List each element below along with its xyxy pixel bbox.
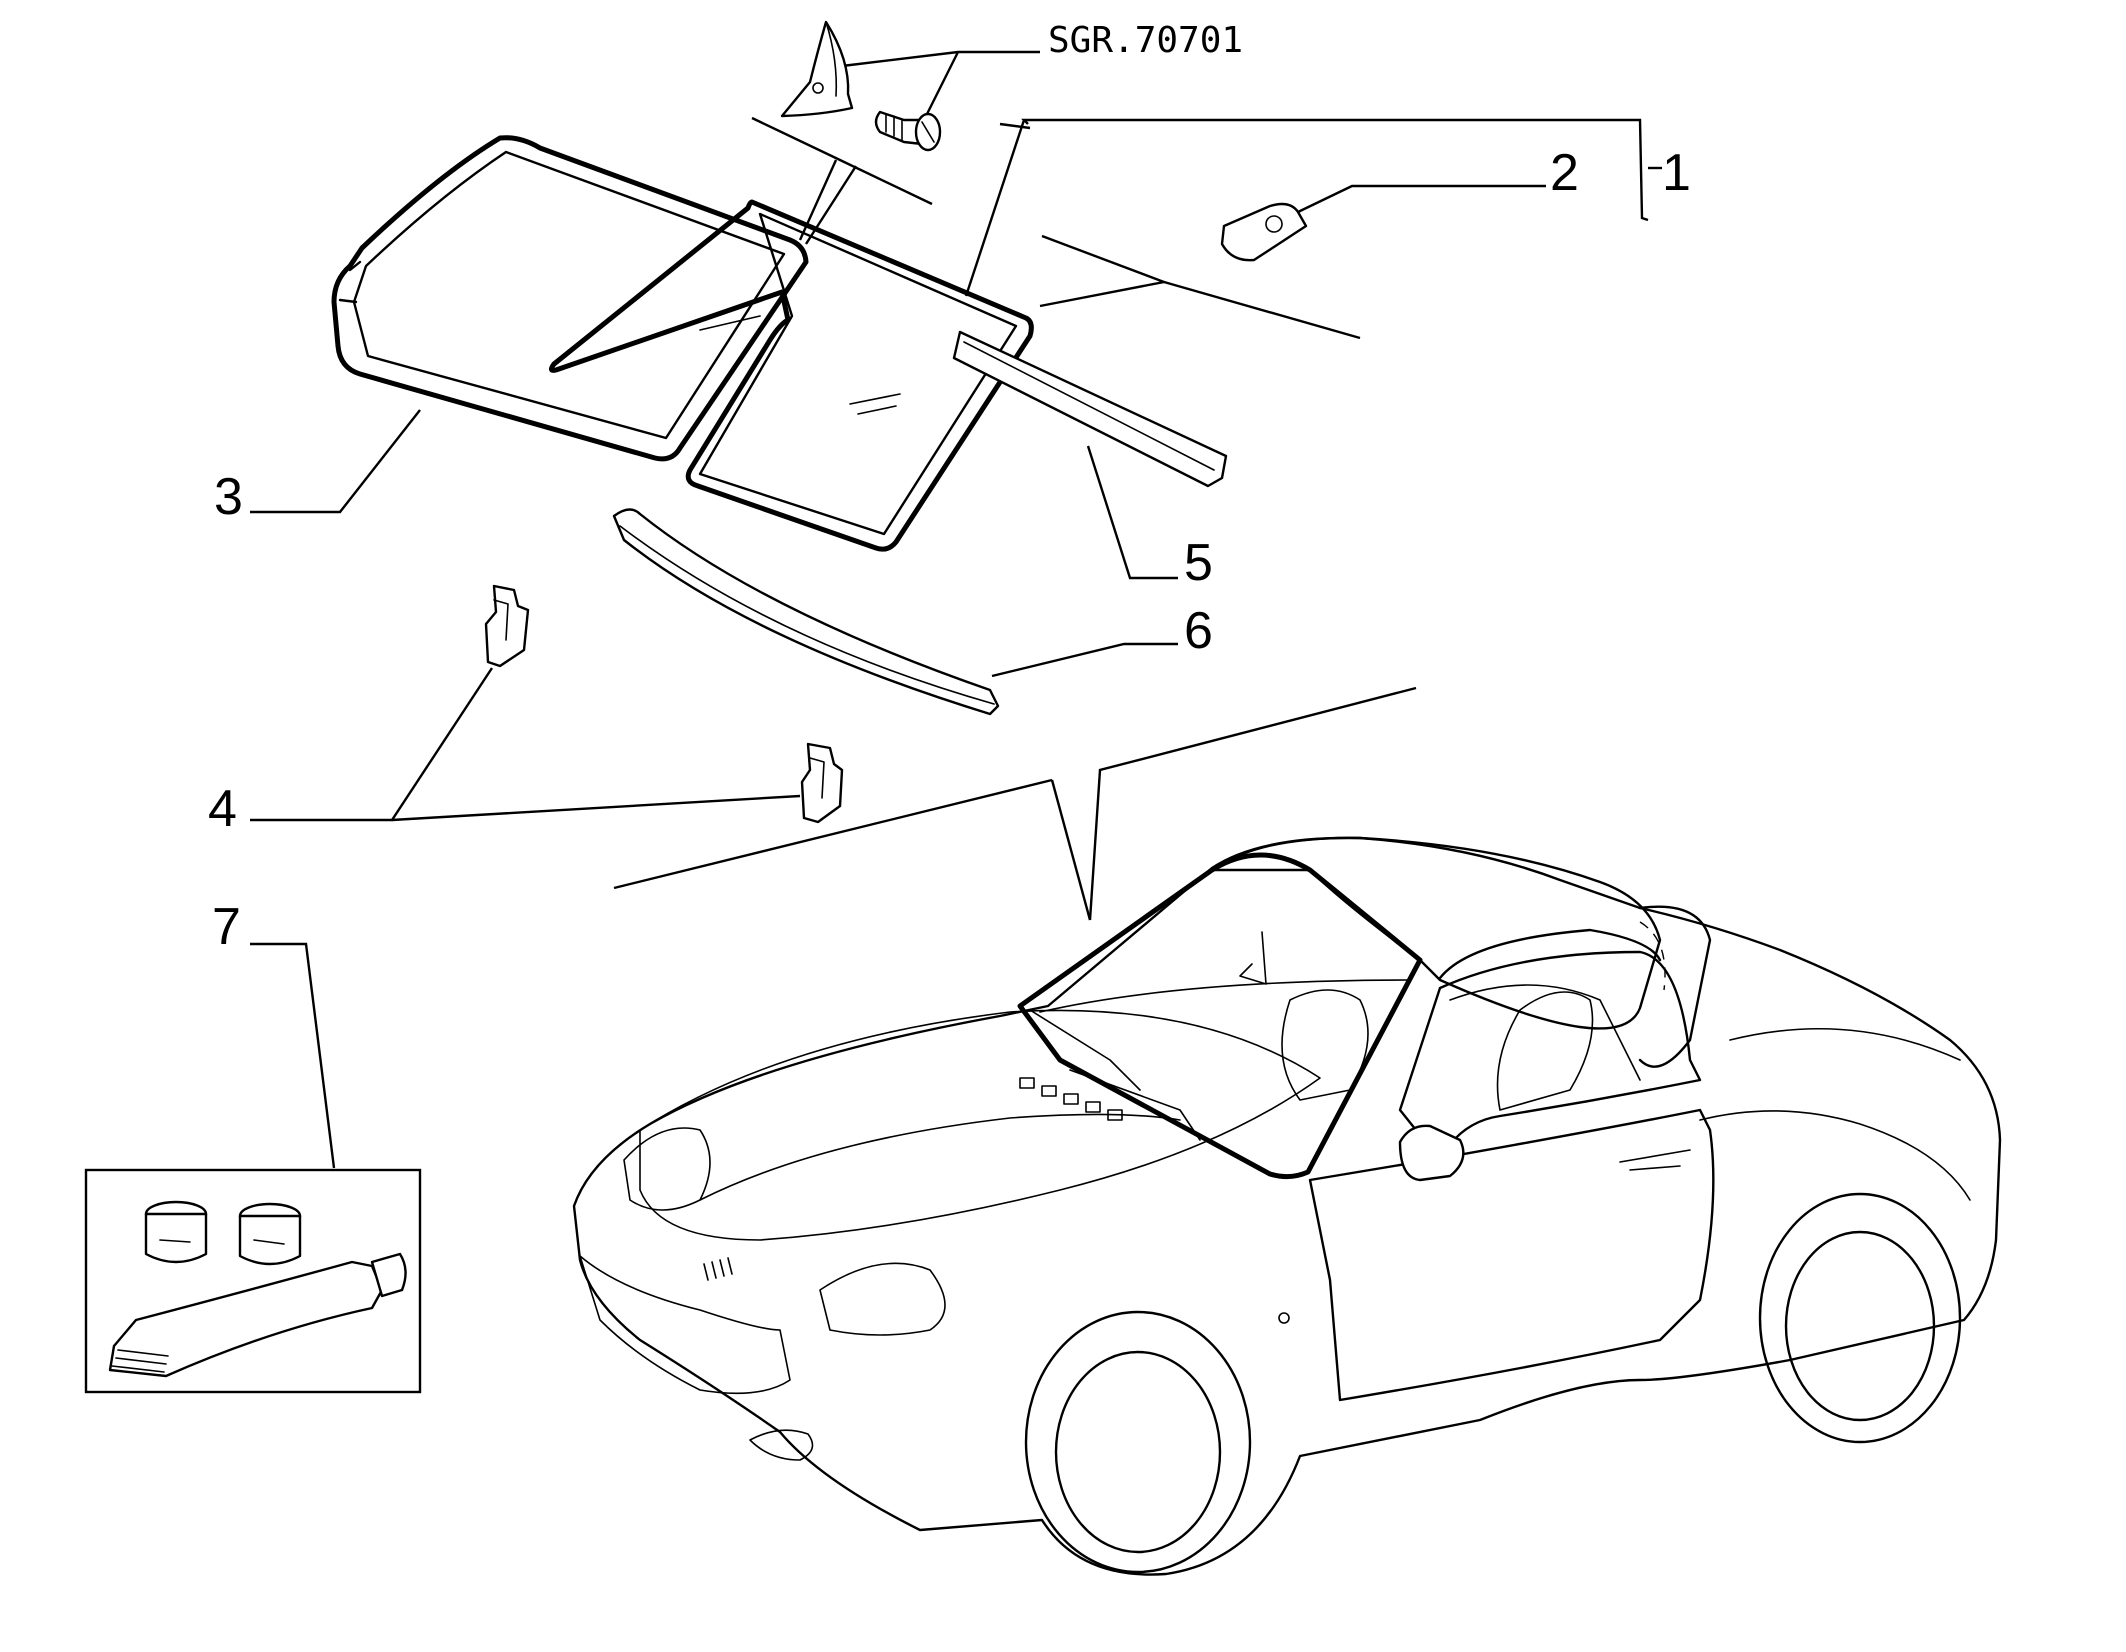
clip-part-2 (1220, 202, 1308, 262)
callout-3: 3 (214, 468, 243, 526)
reference-label-group: SGR.70701 (841, 20, 1243, 129)
trim-plate-part (780, 20, 854, 118)
sealant-kit-box (84, 1168, 422, 1394)
callout-6: 6 (1184, 602, 1213, 660)
sealant-kit-part-7 (84, 1168, 422, 1394)
callout-7: 7 (212, 898, 241, 956)
windshield-glass-part (548, 199, 1034, 552)
screw-part (874, 110, 942, 152)
windshield-frame-part-3 (331, 135, 809, 462)
callout-1: 1 (1662, 144, 1691, 202)
reference-code: SGR.70701 (1048, 20, 1243, 61)
bracket-part-4b (800, 742, 844, 824)
callout-4: 4 (208, 780, 237, 838)
callout-5: 5 (1184, 534, 1213, 592)
side-trim-part-5 (952, 330, 1228, 488)
bracket-part-4a (484, 584, 530, 668)
lower-strip-part-6 (612, 508, 1000, 716)
callout-2: 2 (1550, 144, 1579, 202)
car-illustration (572, 836, 2002, 1576)
